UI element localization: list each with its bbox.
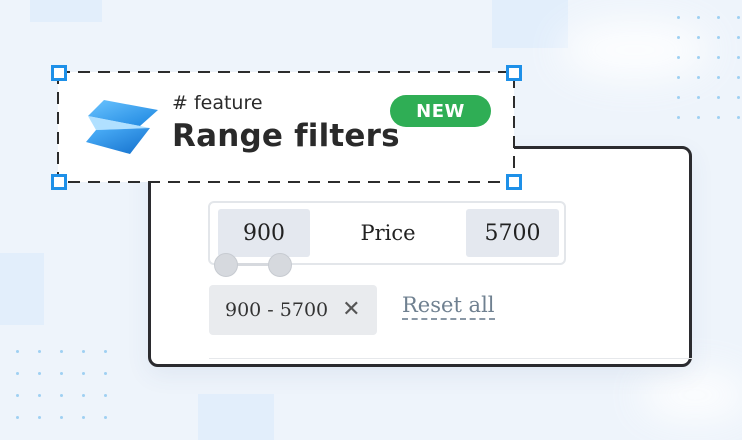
- bg-dot: [16, 372, 19, 375]
- chip-label: 900 - 5700: [225, 299, 329, 321]
- close-icon[interactable]: ✕: [342, 297, 361, 322]
- bg-dot: [737, 16, 740, 19]
- bg-dot: [16, 416, 19, 419]
- reset-all-link[interactable]: Reset all: [402, 293, 495, 320]
- bg-dot: [82, 416, 85, 419]
- bg-dot: [82, 394, 85, 397]
- bg-dot: [717, 36, 720, 39]
- bg-dot: [697, 76, 700, 79]
- bg-dot: [82, 372, 85, 375]
- new-badge: NEW: [390, 95, 491, 127]
- bg-square-top-left: [30, 0, 102, 22]
- bg-dot: [737, 76, 740, 79]
- bg-square-bottom: [198, 394, 274, 440]
- active-filter-chip: 900 - 5700 ✕: [209, 285, 377, 335]
- selection-handle-bottom-right[interactable]: [506, 174, 522, 190]
- slider-track: [236, 263, 270, 266]
- bg-dot: [717, 56, 720, 59]
- bg-dot: [104, 394, 107, 397]
- bg-dot: [677, 116, 680, 119]
- feature-hashtag: # feature: [172, 92, 263, 114]
- bg-dot: [717, 16, 720, 19]
- bg-dot: [82, 350, 85, 353]
- bg-dot: [737, 96, 740, 99]
- bg-square-left: [0, 253, 44, 325]
- bg-dot: [677, 96, 680, 99]
- bg-dot: [38, 350, 41, 353]
- bg-dot: [737, 116, 740, 119]
- price-label: Price: [360, 221, 416, 245]
- bg-dot: [697, 16, 700, 19]
- bg-dot: [677, 36, 680, 39]
- bg-dot: [60, 350, 63, 353]
- bg-square-top-right: [492, 0, 568, 48]
- bg-dot: [697, 116, 700, 119]
- bg-dot: [16, 394, 19, 397]
- bg-dot: [104, 372, 107, 375]
- bg-dot: [697, 56, 700, 59]
- bg-dot: [104, 350, 107, 353]
- bg-dot: [38, 416, 41, 419]
- bg-dot: [16, 350, 19, 353]
- bg-dot: [717, 96, 720, 99]
- bg-dot: [677, 76, 680, 79]
- bg-dot: [717, 76, 720, 79]
- slider-min-handle[interactable]: [214, 253, 238, 277]
- max-price-input[interactable]: 5700: [466, 209, 559, 257]
- bg-dot: [60, 372, 63, 375]
- divider: [209, 358, 693, 359]
- bg-dot: [717, 116, 720, 119]
- selection-handle-top-left[interactable]: [51, 65, 67, 81]
- selection-handle-top-right[interactable]: [506, 65, 522, 81]
- bg-dot: [60, 416, 63, 419]
- bg-dot: [677, 56, 680, 59]
- bg-dot: [697, 36, 700, 39]
- slider-max-handle[interactable]: [268, 253, 292, 277]
- stacked-layers-icon: [86, 100, 158, 154]
- bg-dot: [737, 36, 740, 39]
- bg-glow-top-right: [560, 20, 710, 80]
- bg-dot: [60, 394, 63, 397]
- feature-title: Range filters: [172, 118, 400, 154]
- bg-glow-bottom-right: [640, 370, 742, 420]
- bg-dot: [38, 394, 41, 397]
- bg-dot: [697, 96, 700, 99]
- min-price-input[interactable]: 900: [218, 209, 310, 257]
- bg-dot: [677, 16, 680, 19]
- bg-dot: [104, 416, 107, 419]
- selection-handle-bottom-left[interactable]: [51, 174, 67, 190]
- bg-dot: [38, 372, 41, 375]
- bg-dot: [737, 56, 740, 59]
